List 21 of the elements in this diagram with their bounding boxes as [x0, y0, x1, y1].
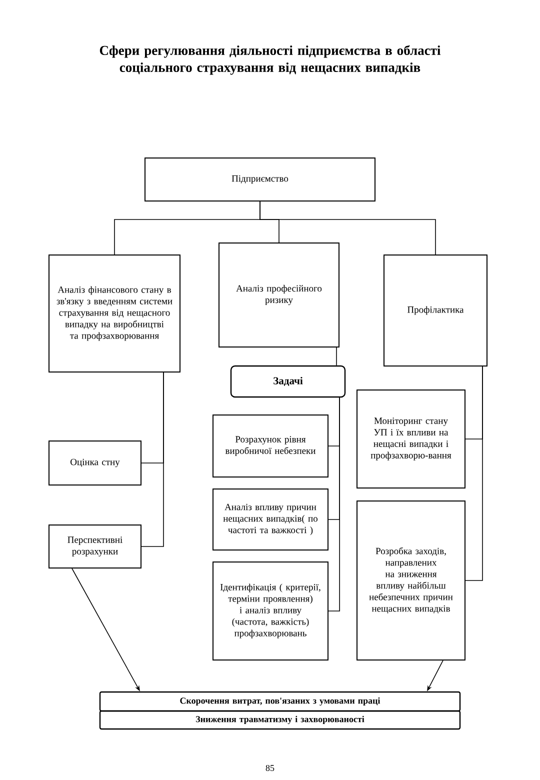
- page-number: 85: [266, 764, 274, 772]
- process-box: Аналіз впливу причин нещасних випадків( по частоті та важкості ): [212, 488, 328, 550]
- process-box: Моніторинг стану УП і їх впливи на нещасні випадки і профзахворю-вання: [356, 390, 466, 488]
- connector-line: [141, 372, 164, 547]
- connector-line: [328, 397, 340, 612]
- process-box: Аналіз фінансового стану в зв'язку з введенням системи страхування від нещасного випадку на виробництві та профзахворювання: [48, 254, 180, 372]
- result-band: Зниження травматизму і захворюваності: [99, 710, 461, 730]
- process-box: Підприємство: [144, 158, 376, 202]
- tasks-box: Задачі: [230, 365, 346, 398]
- connector-line: [336, 347, 337, 366]
- process-box: Оцінка стну: [48, 440, 142, 486]
- process-box: Аналіз професійного ризику: [218, 242, 340, 348]
- process-box: Перспективні розрахунки: [48, 524, 142, 568]
- title: Сфери регулювання діяльності підприємства в області соціального страхування від нещасних випадків: [100, 45, 441, 75]
- process-box: Розробка заходів, направлених на зниження впливу найбільш небезпечних причин нещасних випадків: [356, 500, 466, 660]
- connector-line: [260, 201, 436, 255]
- process-box: Розрахунок рівня виробничої небезпеки: [212, 414, 328, 478]
- result-band: Скорочення витрат, пов'язаних з умовами праці: [99, 691, 461, 712]
- process-box: Ідентифікація ( критерії, терміни проявлення) і аналіз впливу (частота, важкість) профзахворювань: [212, 562, 328, 660]
- connector-line: [465, 366, 483, 581]
- process-box: Профілактика: [384, 254, 488, 366]
